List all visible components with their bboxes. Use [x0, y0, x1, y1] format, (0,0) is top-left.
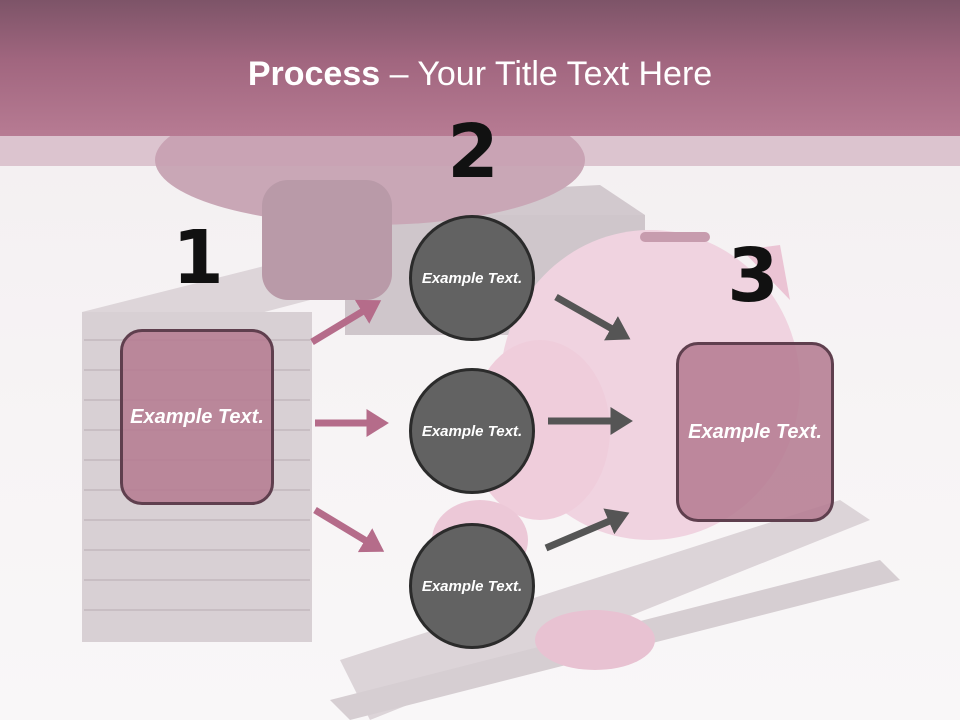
arrow-1-to-2-top: [310, 299, 382, 345]
step-2-item-2-text: Example Text.: [421, 422, 523, 440]
step-1-box: Example Text.: [120, 329, 274, 505]
arrow-1-to-2-bottom: [313, 507, 385, 553]
step-2-item-1-text: Example Text.: [421, 269, 523, 287]
slide-title: Process – Your Title Text Here: [0, 52, 960, 96]
step-3-box: Example Text.: [676, 342, 834, 522]
step-1-number: 1: [172, 215, 224, 301]
arrow-2-top-to-3: [554, 293, 631, 341]
step-2-circle-middle: Example Text.: [409, 368, 535, 494]
title-underline-strip: [0, 136, 960, 166]
step-2-circle-top: Example Text.: [409, 215, 535, 341]
step-1-text: Example Text.: [130, 405, 264, 428]
step-2-item-3-text: Example Text.: [421, 577, 523, 595]
arrow-2-bottom-to-3: [544, 508, 630, 552]
step-2-circle-bottom: Example Text.: [409, 523, 535, 649]
step-3-number: 3: [727, 233, 779, 319]
step-2-number: 2: [447, 109, 499, 195]
title-rest: – Your Title Text Here: [380, 55, 713, 93]
title-bold: Process: [247, 55, 381, 93]
title-banner: [0, 0, 960, 136]
step-3-text: Example Text.: [688, 420, 822, 443]
